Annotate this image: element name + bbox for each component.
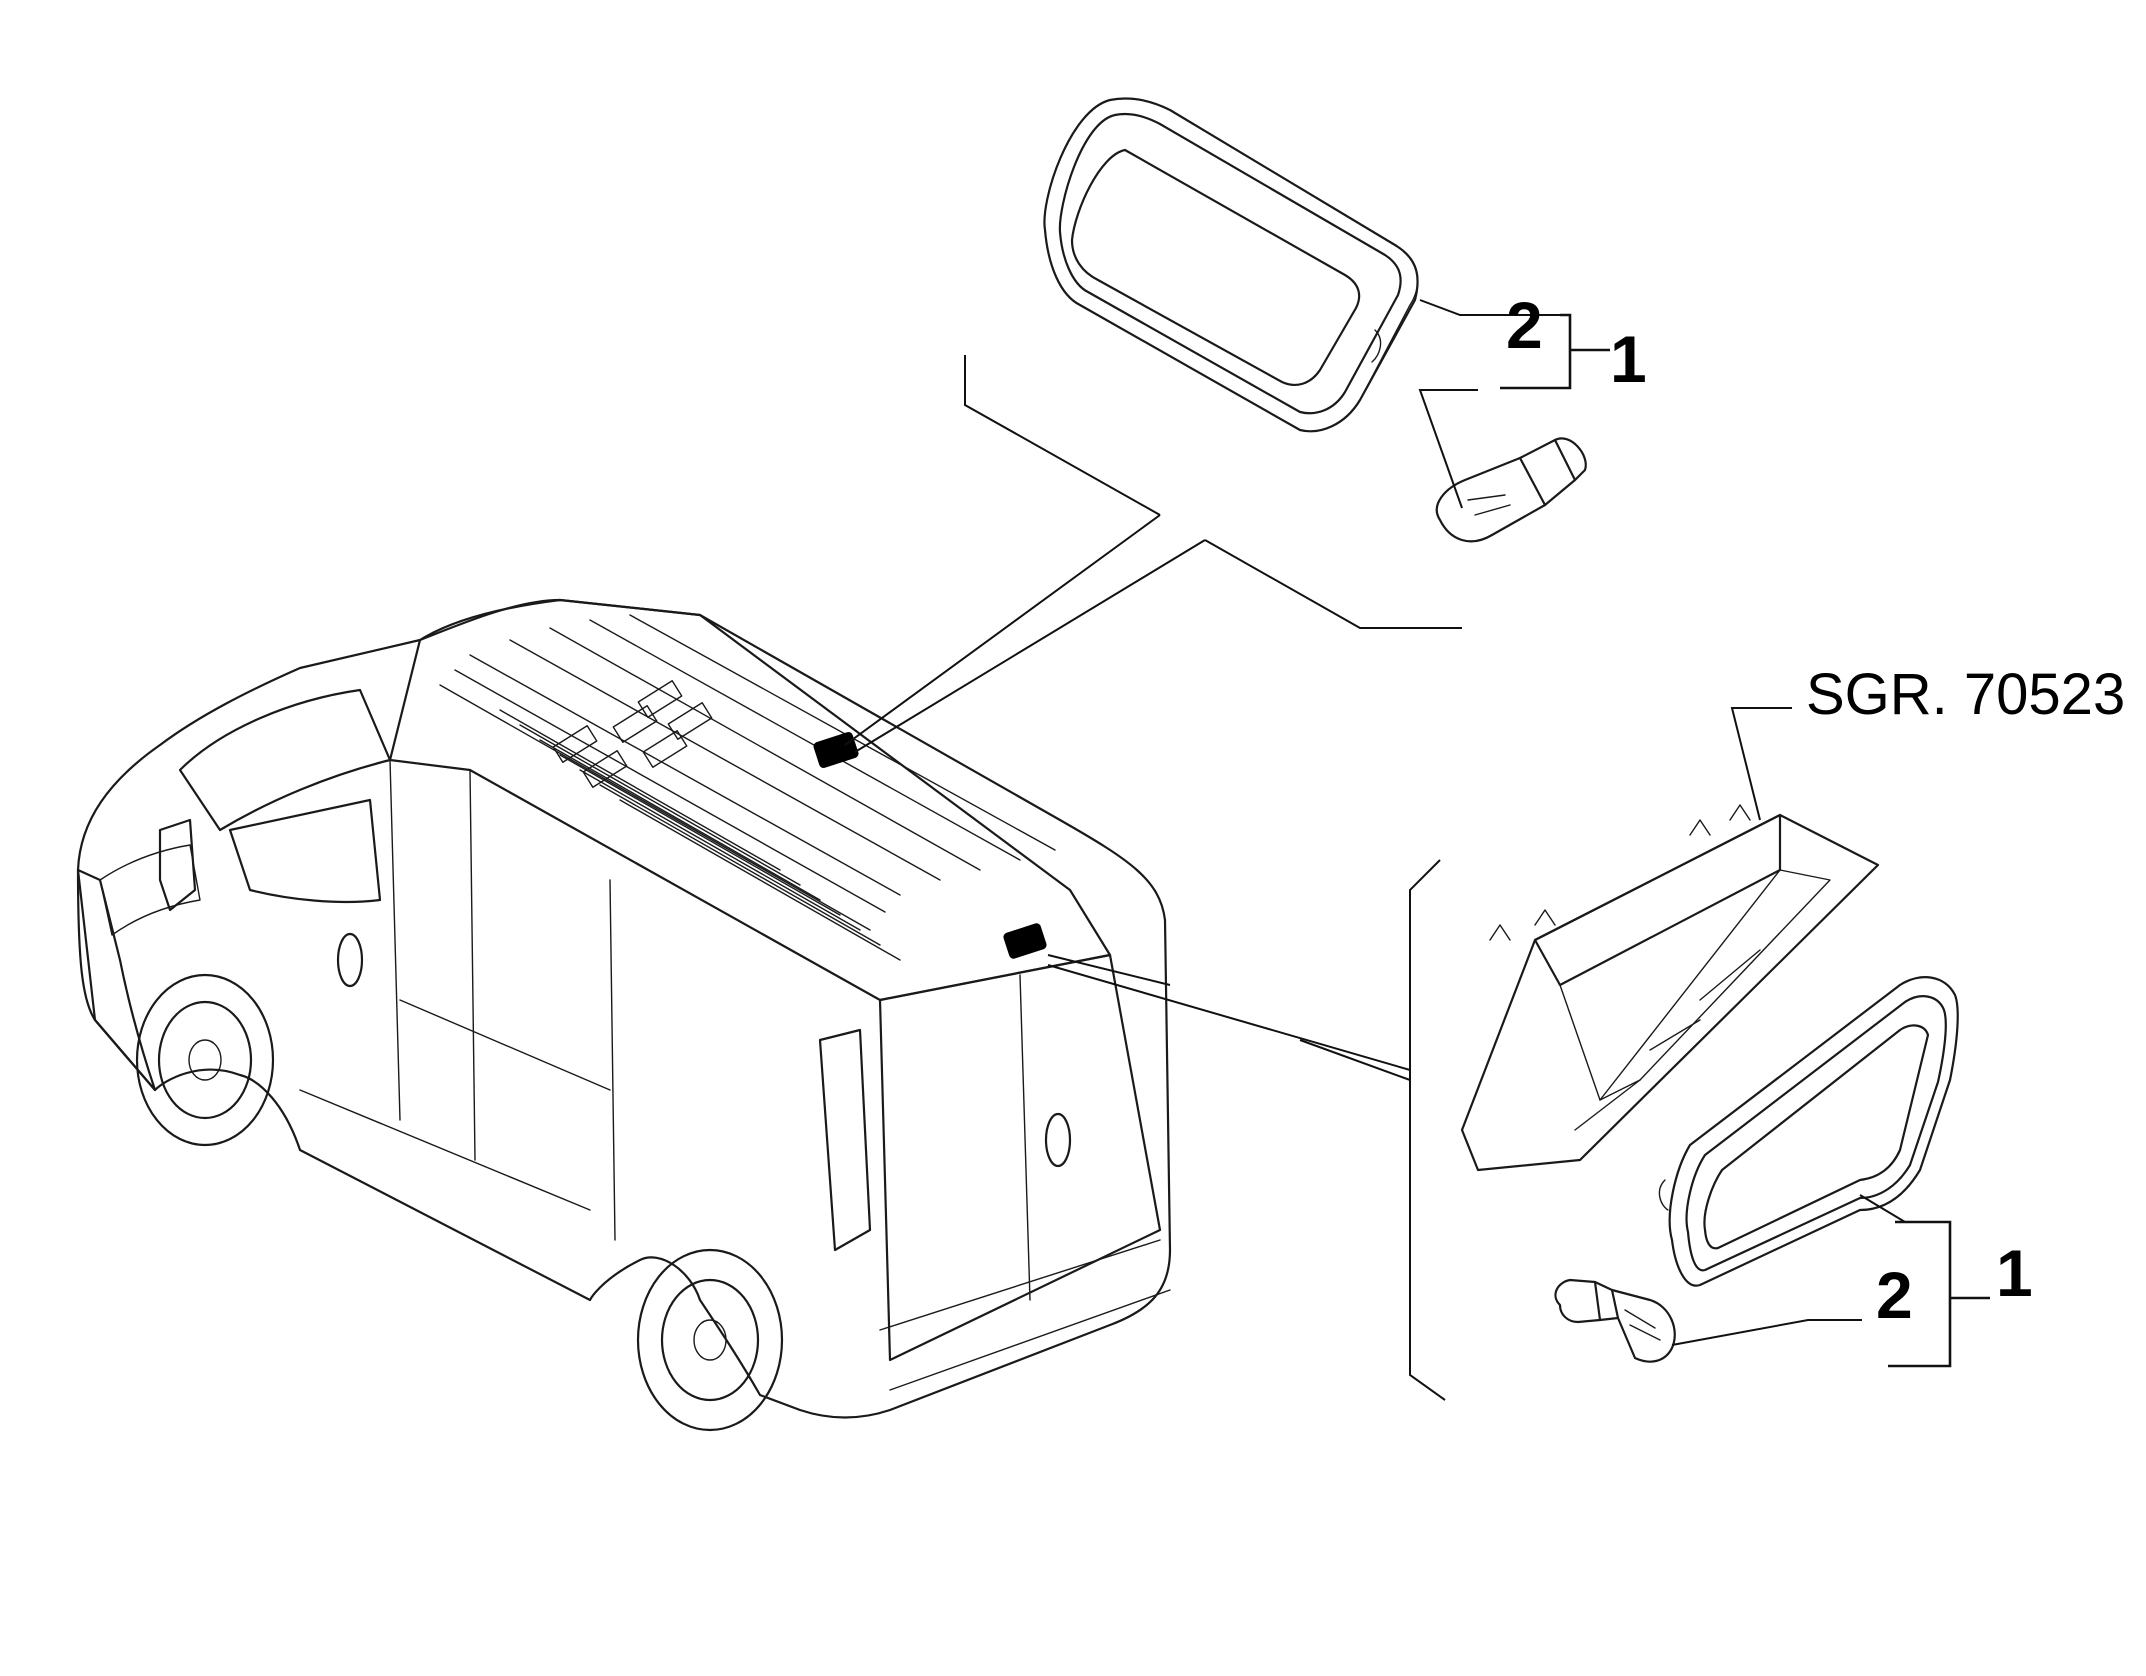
van-grille: [99, 844, 201, 936]
roof-panels: [552, 680, 713, 788]
rear-lamp-lens: [1658, 976, 1959, 1287]
bottom-detail-frame: [1299, 859, 1446, 1401]
bottom-assembly-bracket: [1888, 1220, 1990, 1368]
bottom-detail-leader: [1047, 954, 1411, 1071]
roof-lamp-bulb: [1435, 437, 1587, 543]
top-assembly-bracket: [1500, 313, 1610, 390]
van-side-window: [228, 798, 382, 904]
van-rear-wheel: [636, 1248, 784, 1432]
rear-light-location-marker: [1003, 923, 1047, 959]
top-lamp-leader: [1419, 299, 1560, 316]
top-detail-frame: [964, 355, 1462, 629]
van-rear-badge: [1044, 1112, 1072, 1168]
van-rear-bumper: [879, 1239, 1171, 1391]
van-illustration: [76, 598, 1172, 1432]
van-rear-door-split: [1019, 974, 1031, 1301]
roof-ribs: [439, 614, 1056, 961]
rear-lamp-housing: [1460, 804, 1880, 1172]
van-front-door-handle: [336, 932, 364, 988]
roof-lamp-lens: [1043, 97, 1419, 433]
bottom-bulb-callout: 2: [1876, 1258, 1913, 1332]
reference-label: SGR. 70523: [1806, 662, 2125, 727]
top-bulb-callout: 2: [1506, 288, 1543, 362]
van-front-wheel: [135, 973, 275, 1147]
bottom-bulb-leader: [1671, 1319, 1862, 1346]
top-assembly-callout: 1: [1610, 322, 1647, 396]
top-detail-leader: [844, 514, 1206, 753]
top-bulb-leader: [1418, 389, 1478, 509]
roof-light-location-marker: [813, 731, 859, 769]
reference-leader: [1730, 707, 1792, 821]
van-rear-light: [818, 1028, 872, 1252]
van-windshield: [178, 688, 392, 832]
van-mirror: [158, 818, 197, 912]
top-detail: [844, 97, 1610, 753]
van-body-outline: [76, 598, 1172, 1419]
van-rear-doors: [878, 953, 1162, 1362]
bottom-assembly-callout: 1: [1996, 1236, 2033, 1310]
van-side-panel-lines: [299, 759, 616, 1241]
bottom-detail: [1047, 707, 1990, 1401]
rear-lamp-bulb: [1554, 1278, 1676, 1363]
van-front: [76, 868, 157, 1092]
van-roof: [388, 598, 1112, 1002]
